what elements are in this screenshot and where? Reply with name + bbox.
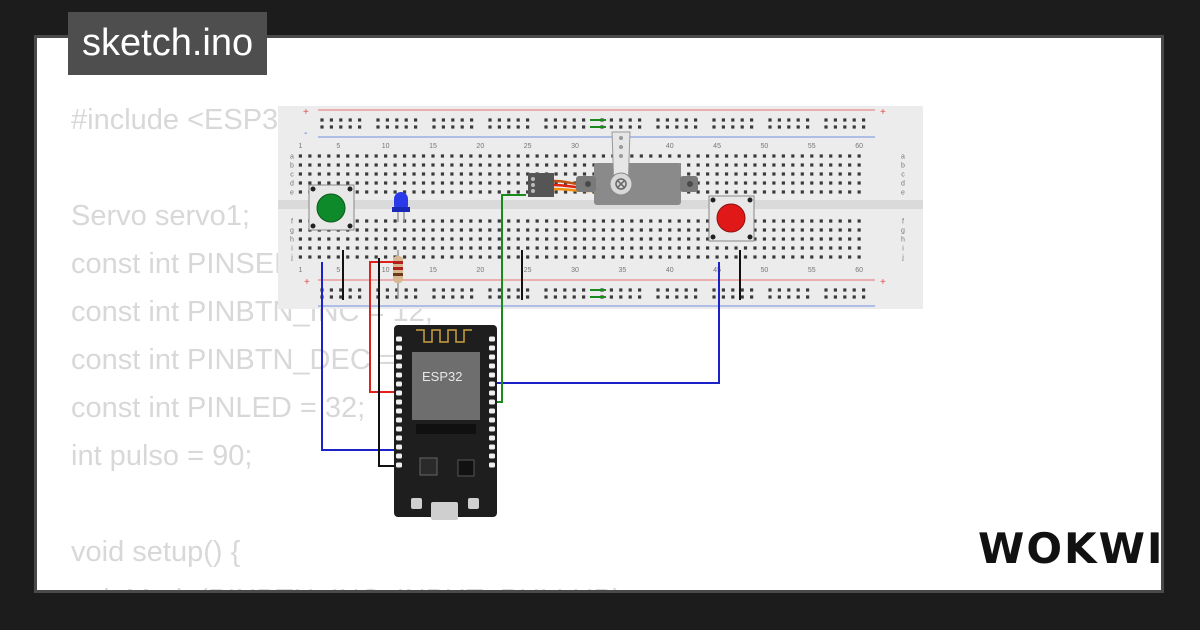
column-number: 40 (666, 143, 674, 150)
esp32-usb-port (431, 502, 458, 520)
pushbutton-red[interactable] (708, 195, 755, 242)
rail-plus-label: + (303, 107, 309, 118)
row-letter: d (901, 181, 905, 188)
servo-body (594, 163, 681, 205)
column-number: 60 (855, 267, 863, 274)
row-letter: a (290, 154, 294, 161)
column-number: 1 (298, 267, 302, 274)
row-letter: b (290, 163, 294, 170)
column-number: 55 (808, 267, 816, 274)
rail-plus-label-bottom-right: + (880, 277, 886, 288)
esp32-label: ESP32 (422, 369, 462, 384)
column-number: 30 (571, 267, 579, 274)
column-number: 25 (524, 143, 532, 150)
led-blue[interactable] (392, 192, 410, 222)
column-number: 1 (298, 143, 302, 150)
row-letter: d (290, 181, 294, 188)
column-number: 15 (429, 143, 437, 150)
column-number: 40 (666, 267, 674, 274)
row-letter: h (901, 237, 905, 244)
row-letter: e (290, 190, 294, 197)
column-number: 35 (618, 267, 626, 274)
rail-plus-label-bottom: + (304, 277, 310, 288)
column-number: 5 (336, 267, 340, 274)
esp32-pins (396, 336, 495, 468)
resistor[interactable] (393, 250, 403, 298)
esp32-board[interactable]: ESP32 (394, 325, 497, 520)
column-number: 10 (382, 143, 390, 150)
rail-plus-label-right: + (880, 107, 886, 118)
esp32-module (412, 352, 480, 420)
servo-motor[interactable] (528, 131, 698, 205)
esp32-boot-button[interactable] (468, 498, 479, 509)
column-number: 10 (382, 267, 390, 274)
wokwi-logo: WOKWI (978, 524, 1165, 573)
column-number: 45 (713, 143, 721, 150)
row-letter: c (901, 172, 905, 179)
breadboard: 1155101015152020252530303535404045455050… (278, 106, 923, 309)
esp32-en-button[interactable] (411, 498, 422, 509)
row-letter: g (290, 228, 294, 235)
code-preview: #include <ESP32Servo.h> Servo servo1; co… (71, 104, 630, 590)
row-letter: f (291, 219, 293, 226)
row-letter: j (901, 255, 904, 262)
row-letter: b (901, 163, 905, 170)
column-number: 15 (429, 267, 437, 274)
row-letter: h (290, 237, 294, 244)
row-letter: a (901, 154, 905, 161)
wire-red[interactable] (369, 261, 400, 393)
esp32-usb-chip (457, 459, 475, 477)
wire-blue-right[interactable] (492, 262, 720, 384)
row-letter: j (290, 255, 293, 262)
column-number: 20 (476, 143, 484, 150)
column-number: 50 (761, 267, 769, 274)
column-number: 30 (571, 143, 579, 150)
column-number: 20 (476, 267, 484, 274)
column-number: 25 (524, 267, 532, 274)
row-letter: i (902, 246, 904, 253)
row-letter: i (291, 246, 293, 253)
row-letter: e (901, 190, 905, 197)
row-letter: c (290, 172, 294, 179)
row-letter: f (902, 219, 904, 226)
column-number: 5 (336, 143, 340, 150)
esp32-regulator (419, 457, 438, 476)
rail-minus-label: - (304, 128, 307, 139)
column-number: 60 (855, 143, 863, 150)
pushbutton-green[interactable] (308, 184, 355, 231)
row-letter: g (901, 228, 905, 235)
column-number: 55 (808, 143, 816, 150)
column-number: 50 (761, 143, 769, 150)
wire-black-resistor[interactable] (378, 258, 400, 467)
wire-blue-left[interactable] (321, 262, 399, 451)
column-number: 45 (713, 267, 721, 274)
filename-tag: sketch.ino (68, 12, 268, 75)
esp32-antenna (416, 329, 472, 343)
